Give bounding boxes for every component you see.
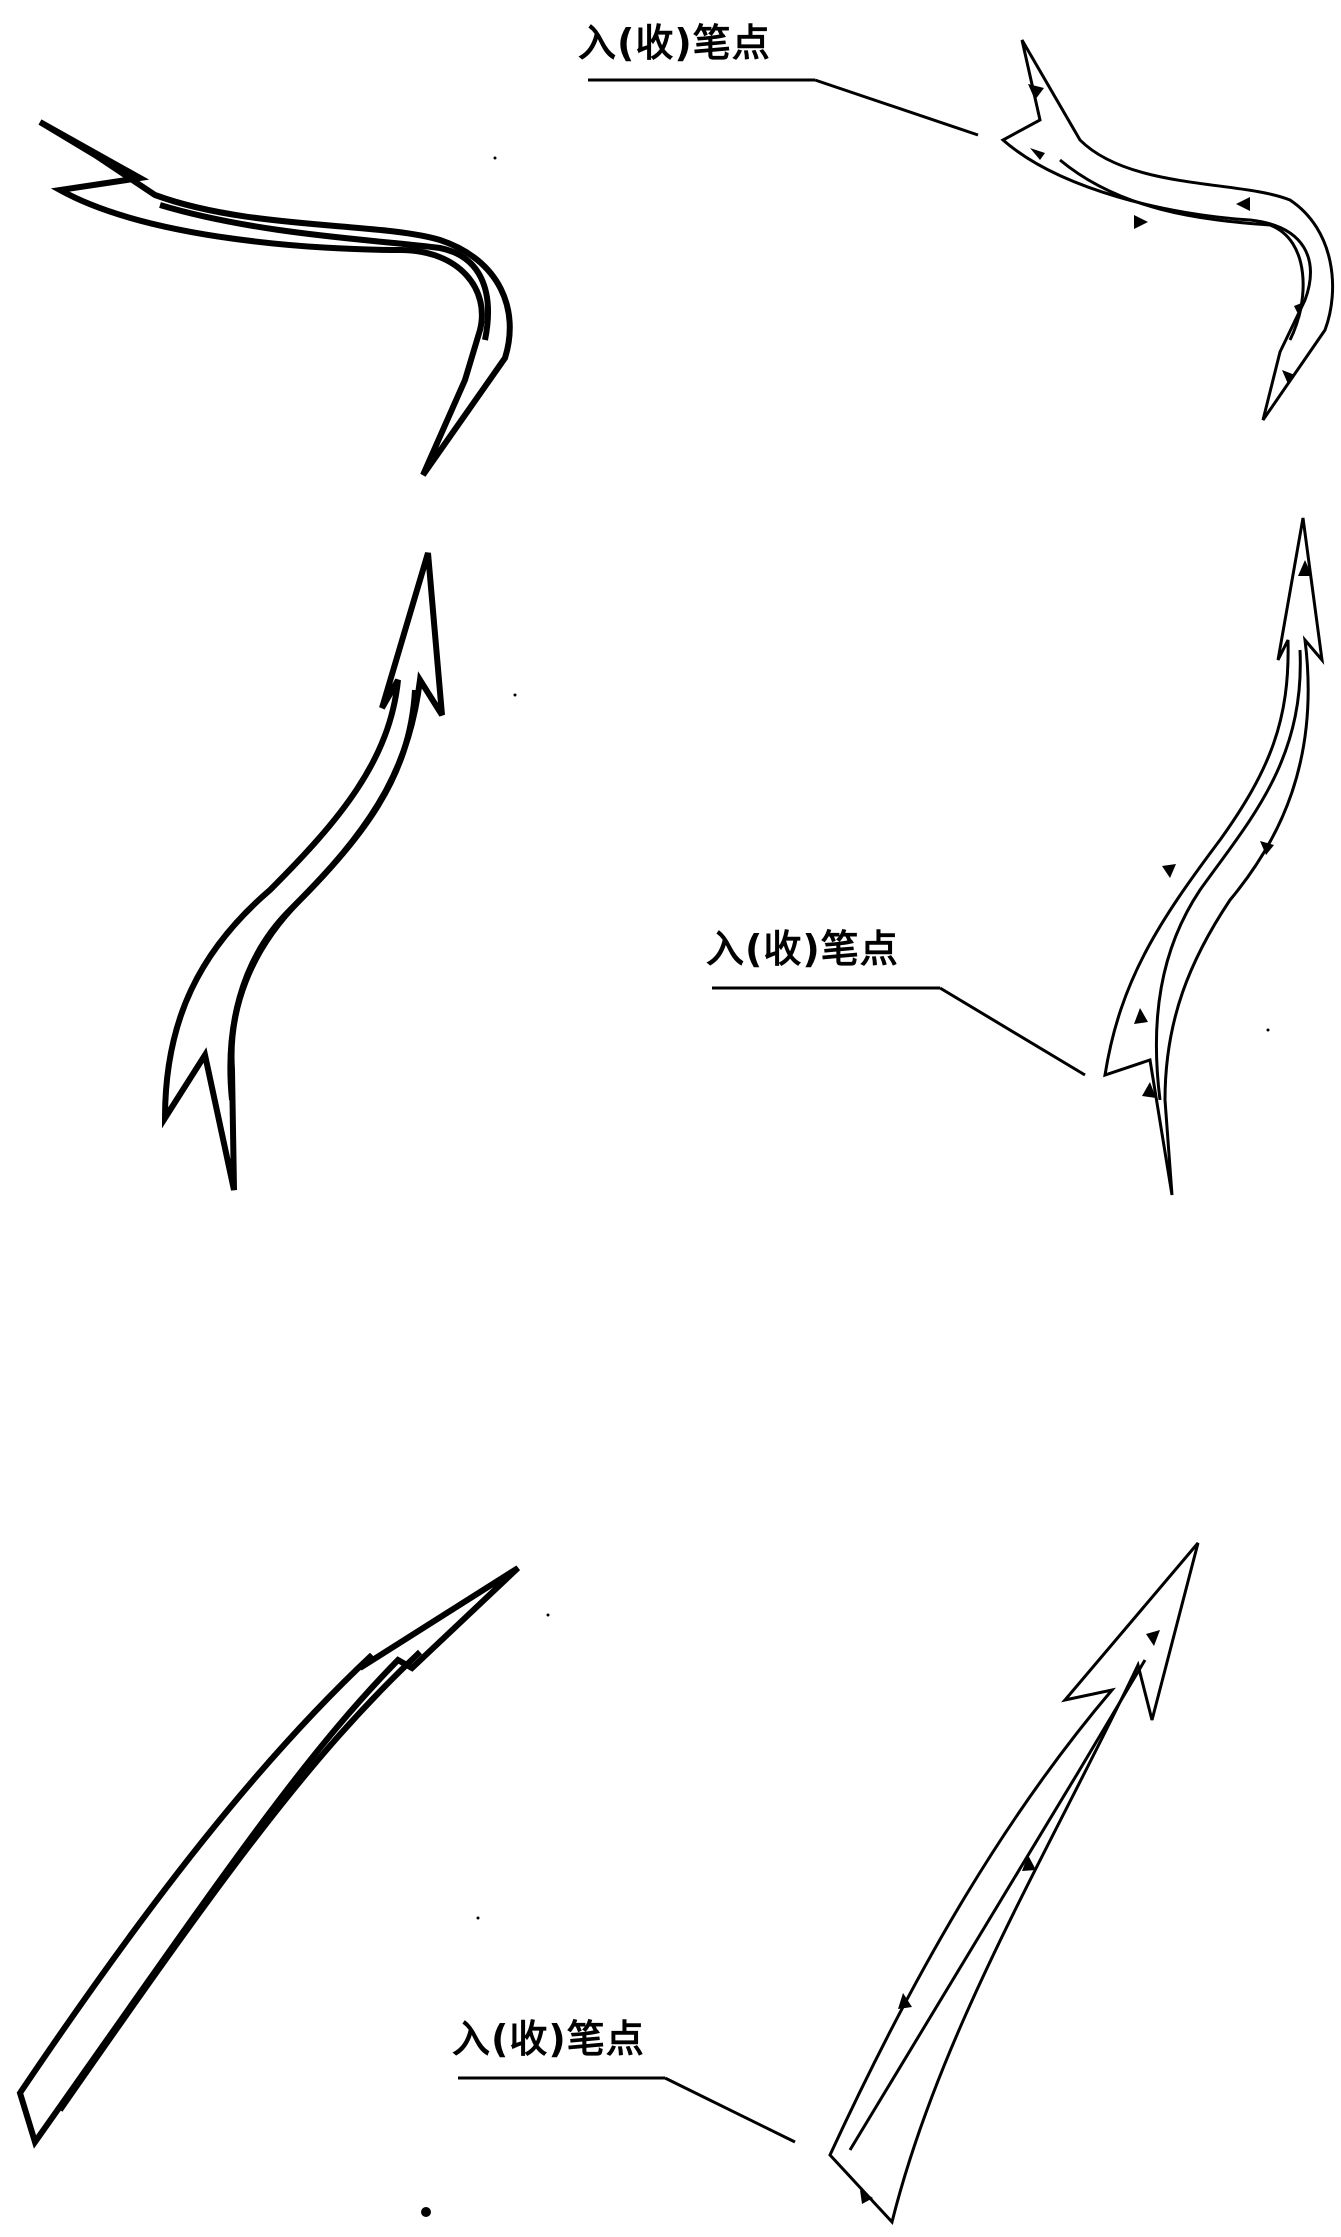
rising-curve-stroke-outline <box>161 552 445 1191</box>
speck <box>476 1916 480 1920</box>
label-leader-bottom <box>664 2076 796 2144</box>
diagonal-stroke-outline <box>16 1565 521 2149</box>
label-leader-mid <box>939 986 1086 1077</box>
speck <box>513 693 517 697</box>
diagonal-stroke-path <box>828 1542 1200 2226</box>
entry-point-label-bottom: 入(收)笔点 <box>452 2017 645 2061</box>
speck <box>1266 1028 1270 1032</box>
speck <box>546 1613 550 1617</box>
speck <box>493 156 497 160</box>
hook-stroke-outline <box>38 119 513 477</box>
speck <box>421 2207 431 2217</box>
rising-curve-stroke-path <box>1103 517 1325 1196</box>
entry-point-label-top: 入(收)笔点 <box>578 21 771 65</box>
hook-stroke-path <box>1000 39 1335 421</box>
label-leader-top <box>814 78 979 137</box>
entry-point-label-mid: 入(收)笔点 <box>706 927 899 971</box>
